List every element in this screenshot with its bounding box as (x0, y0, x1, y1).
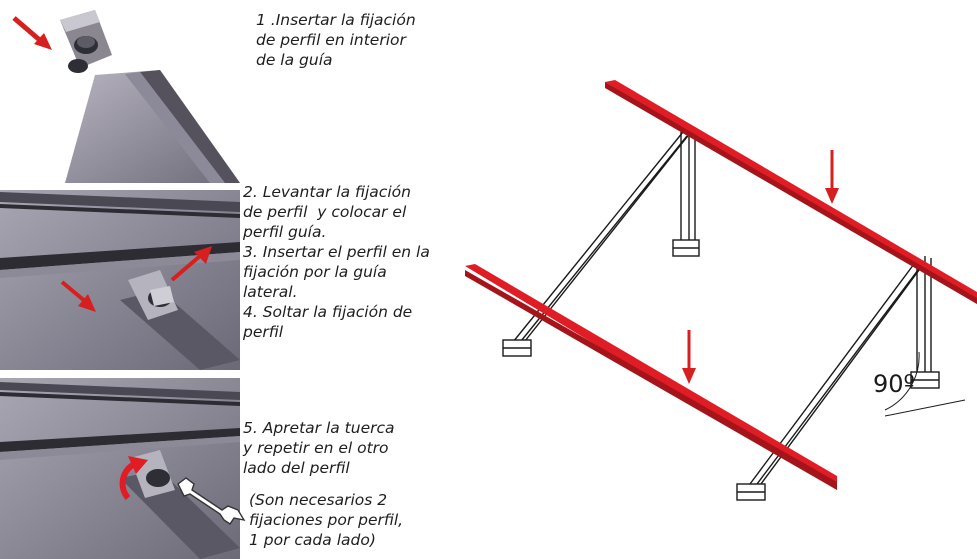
step-1-photo (0, 0, 240, 183)
step-3-note: (Son necesarios 2 fijaciones por perfil,… (249, 491, 404, 549)
step-1-text: 1 .Insertar la fijación de perfil en int… (256, 11, 416, 69)
angle-indicator (884, 351, 966, 417)
back-left-leg (672, 128, 700, 257)
profile-clamp (128, 270, 178, 320)
left-diagonal-brace (502, 131, 692, 357)
top-rail (605, 80, 977, 304)
direction-arrow-icon (682, 330, 696, 384)
angle-label: 90º (873, 370, 915, 398)
direction-arrow-icon (170, 246, 212, 282)
mounting-frame-diagram: 90º (465, 80, 977, 501)
step-2-text: 2. Levantar la fijación de perfil y colo… (243, 183, 430, 341)
direction-arrow-icon (60, 280, 96, 312)
direction-arrow-icon (825, 150, 839, 204)
wrench-icon (177, 477, 246, 525)
profile-clamp (60, 10, 112, 73)
back-right-leg (910, 256, 940, 389)
bottom-rail (465, 264, 837, 490)
step-3-text: 5. Apretar la tuerca y repetir en el otr… (243, 419, 395, 477)
step-3-photo (0, 378, 240, 559)
rotate-arrow-icon (119, 456, 148, 500)
direction-arrow-icon (12, 16, 52, 50)
step-2-photo (0, 190, 240, 370)
